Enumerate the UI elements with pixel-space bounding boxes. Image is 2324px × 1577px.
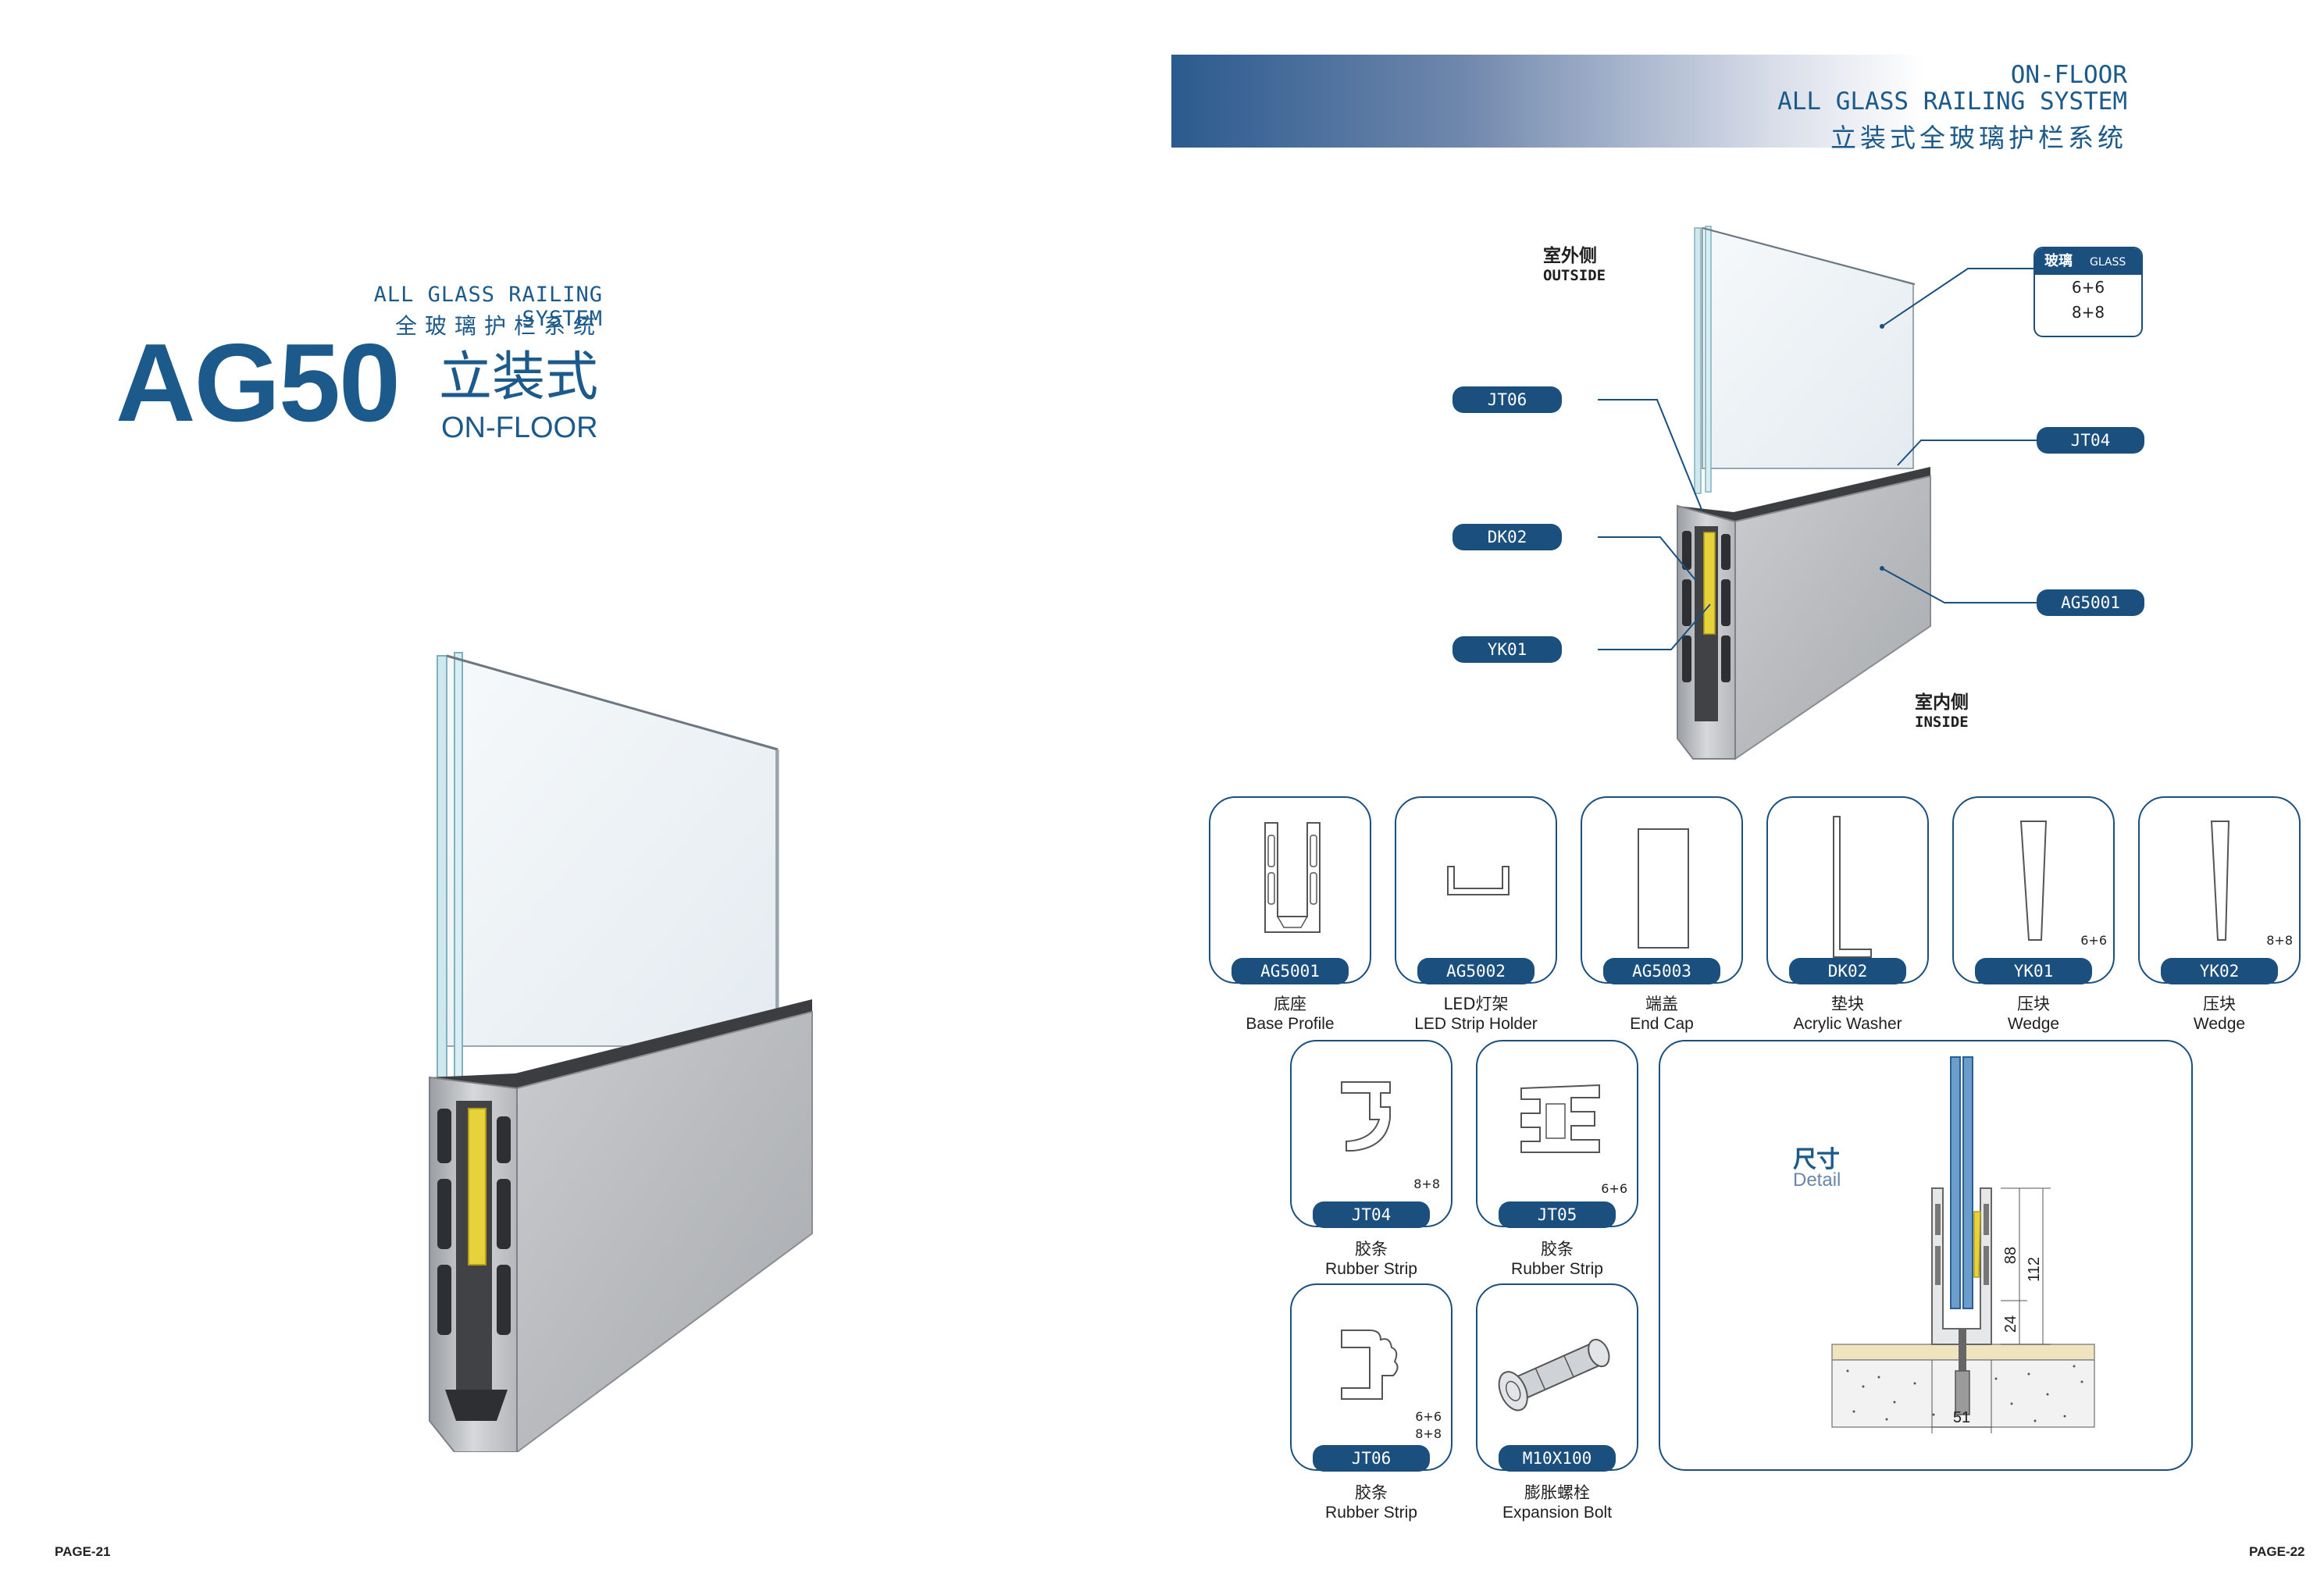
dim-88: 88 [2002,1247,2019,1264]
part-note: 8+8 [2266,933,2293,948]
base-profile-icon [1264,822,1321,933]
led-holder-icon [1447,866,1510,895]
rubber-strip-icon [1341,1081,1391,1152]
callout-ag5001: AG5001 [2037,589,2144,616]
wedge-icon [2019,821,2048,941]
detail-box: 尺寸 Detail 88 112 [1659,1040,2193,1471]
dim-51: 51 [1953,1409,1970,1426]
part-card-jt04: 8+8 JT04 [1290,1040,1452,1228]
mount-type-cn: 立装式 [439,347,599,408]
callout-yk01: YK01 [1452,636,1562,663]
expansion-bolt-icon [1498,1338,1610,1411]
page-number-left: PAGE-21 [55,1544,111,1559]
dim-112: 112 [2026,1257,2043,1282]
glass-option: 8+8 [2071,303,2105,322]
glass-option: 6+6 [2071,278,2105,297]
washer-icon [1833,816,1872,958]
inside-label: 室内侧 INSIDE [1915,692,1969,731]
part-code: JT05 [1499,1201,1616,1228]
part-note: 6+6 8+8 [1415,1409,1442,1441]
outside-label: 室外侧 OUTSIDE [1543,246,1606,284]
rubber-strip-icon [1520,1084,1600,1153]
part-code: YK02 [2161,958,2278,984]
part-note: 6+6 [1601,1181,1627,1196]
part-code: YK01 [1975,958,2092,984]
part-code: AG5002 [1417,958,1534,984]
part-code: JT04 [1313,1201,1430,1228]
part-card-yk01: 6+6 YK01 [1952,796,2115,984]
part-card-yk02: 8+8 YK02 [2138,796,2301,984]
model-number: AG50 [116,321,401,445]
rubber-strip-icon [1341,1330,1399,1400]
product-illustration [429,652,813,1452]
header-banner [1171,55,2137,148]
end-cap-icon [1638,828,1689,949]
part-code: AG5001 [1232,958,1349,984]
detail-title-cn: 尺寸 [1793,1146,1840,1173]
part-code: M10X100 [1499,1445,1616,1472]
part-card-ag5002: AG5002 [1395,796,1557,984]
mount-type-en: ON-FLOOR [441,411,598,444]
header-line-2: ALL GLASS RAILING SYSTEM [1777,87,2127,116]
page-number-right: PAGE-22 [2249,1544,2305,1559]
system-title-cn: 全玻璃护栏系统 [394,313,603,339]
header-line-3: 立装式全玻璃护栏系统 [1830,123,2127,153]
part-card-jt06: 6+6 8+8 JT06 [1290,1283,1452,1472]
wedge-icon [2210,821,2230,941]
part-card-ag5003: AG5003 [1581,796,1743,984]
part-card-m10x100: M10X100 [1476,1283,1638,1472]
part-code: AG5003 [1603,958,1720,984]
callout-jt04: JT04 [2037,427,2144,454]
detail-drawing: 88 112 24 51 [1831,1056,2095,1433]
system-title-en: ALL GLASS RAILING SYSTEM [373,283,603,331]
part-note: 8+8 [1413,1177,1440,1191]
callout-dk02: DK02 [1452,524,1562,550]
assembly-diagram [1598,226,2037,760]
part-card-dk02: DK02 [1766,796,1929,984]
header-line-1: ON-FLOOR [2010,61,2127,89]
part-note: 6+6 [2080,933,2107,948]
part-code: JT06 [1313,1445,1430,1472]
part-code: DK02 [1789,958,1906,984]
part-card-ag5001: AG5001 [1209,796,1371,984]
detail-title-en: Detail [1793,1169,1841,1191]
dim-24: 24 [2002,1315,2019,1333]
callout-jt06: JT06 [1452,386,1562,413]
part-card-jt05: 6+6 JT05 [1476,1040,1638,1228]
